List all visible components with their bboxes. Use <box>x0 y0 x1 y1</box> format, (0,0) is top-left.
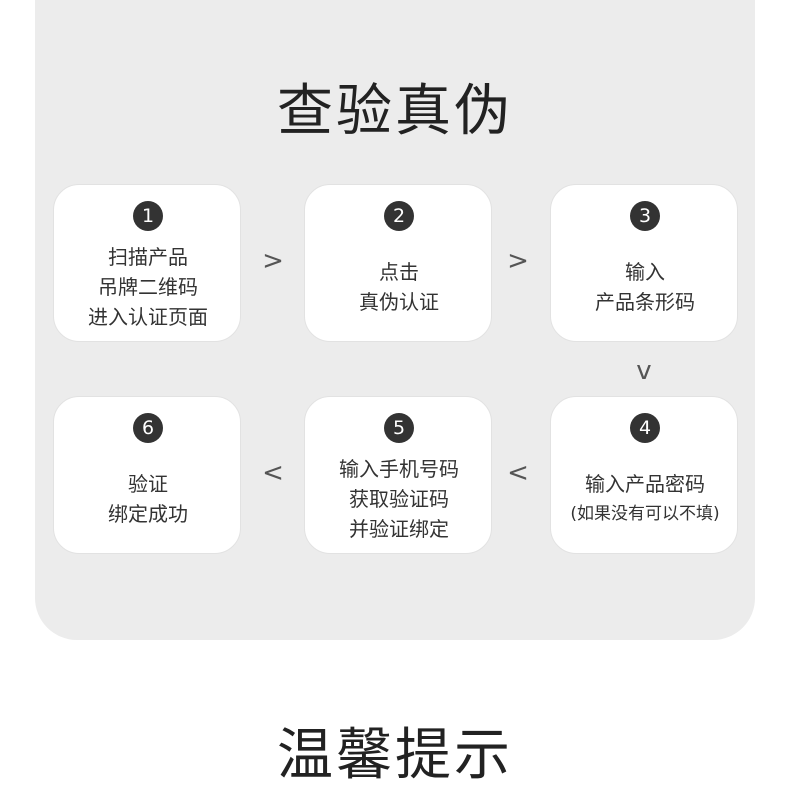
step-2-line-1: 点击 <box>379 260 419 284</box>
step-card-4: 4 输入产品密码 (如果没有可以不填) <box>550 396 738 554</box>
arrow-right-1: > <box>262 246 284 276</box>
step-4-line-1: 输入产品密码 <box>585 472 705 496</box>
step-3-line-1: 输入 <box>625 260 665 284</box>
step-card-1: 1 扫描产品 吊牌二维码 进入认证页面 <box>53 184 241 342</box>
arrow-right-2: > <box>507 246 529 276</box>
step-4-line-2: (如果没有可以不填) <box>570 504 720 524</box>
step-number-2: 2 <box>384 201 414 231</box>
step-card-2: 2 点击 真伪认证 <box>304 184 492 342</box>
step-2-line-2: 真伪认证 <box>359 290 439 314</box>
step-number-6: 6 <box>133 413 163 443</box>
step-number-3: 3 <box>630 201 660 231</box>
step-number-5: 5 <box>384 413 414 443</box>
step-5-line-2: 获取验证码 <box>349 487 449 511</box>
verification-title: 查验真伪 <box>277 79 513 144</box>
step-5-line-3: 并验证绑定 <box>349 517 449 541</box>
step-6-line-1: 验证 <box>128 472 168 496</box>
step-5-line-1: 输入手机号码 <box>339 457 459 481</box>
step-1-line-3: 进入认证页面 <box>88 305 208 329</box>
step-6-line-2: 绑定成功 <box>108 502 188 526</box>
arrow-left-2: < <box>507 458 529 488</box>
tips-title: 温馨提示 <box>277 723 513 788</box>
step-card-3: 3 输入 产品条形码 <box>550 184 738 342</box>
step-card-5: 5 输入手机号码 获取验证码 并验证绑定 <box>304 396 492 554</box>
arrow-down: v <box>636 356 652 386</box>
step-3-line-2: 产品条形码 <box>595 290 695 314</box>
step-1-line-2: 吊牌二维码 <box>98 275 198 299</box>
step-1-line-1: 扫描产品 <box>108 245 188 269</box>
step-card-6: 6 验证 绑定成功 <box>53 396 241 554</box>
step-number-4: 4 <box>630 413 660 443</box>
arrow-left-1: < <box>262 458 284 488</box>
step-number-1: 1 <box>133 201 163 231</box>
